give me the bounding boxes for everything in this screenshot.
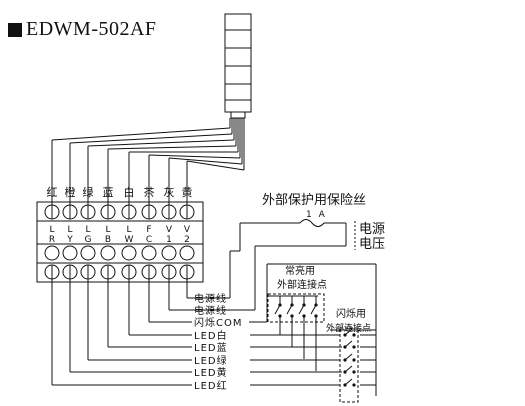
tower-base xyxy=(230,111,246,119)
tower-wire xyxy=(87,139,235,147)
steady-contact-box xyxy=(267,293,325,323)
output-line-label: LED红 xyxy=(194,379,228,392)
terminal-code: L xyxy=(85,225,90,235)
contact-point-icon xyxy=(352,358,356,362)
terminal-code: F xyxy=(146,225,151,235)
fuse-label: 外部保护用保险丝 xyxy=(262,193,366,208)
output-line-label: LED蓝 xyxy=(194,342,228,354)
screw-terminal-icon xyxy=(121,245,137,261)
terminal-code: L xyxy=(126,225,131,235)
terminal-code: 2 xyxy=(184,235,190,245)
terminal-code: W xyxy=(125,235,134,245)
steady-label: 常亮用 xyxy=(285,264,315,277)
screw-terminal-icon xyxy=(179,245,195,261)
terminal-code: L xyxy=(67,225,72,235)
tower-wire xyxy=(168,157,243,165)
flash-contact-box xyxy=(339,327,359,403)
terminal-code: V xyxy=(184,225,191,235)
model-name: EDWM-502AF xyxy=(26,18,157,40)
tower-wire xyxy=(107,145,237,150)
output-line-label: LED白 xyxy=(194,329,228,342)
screw-terminal-icon xyxy=(80,245,96,261)
tower-wire xyxy=(186,160,245,171)
output-line-label: 闪烁COM xyxy=(194,316,242,329)
screw-terminal-icon xyxy=(62,245,78,261)
screw-terminal-icon xyxy=(161,245,177,261)
terminal-code: B xyxy=(105,235,111,245)
contact-point-icon xyxy=(352,345,356,349)
contact-point-icon xyxy=(352,370,356,374)
terminal-code: Y xyxy=(66,235,73,245)
supply-label: 电源 xyxy=(359,222,385,237)
contact-point-icon xyxy=(352,333,356,337)
screw-terminal-icon xyxy=(44,245,60,261)
tower-wire xyxy=(51,127,231,141)
flash-switch-icon xyxy=(344,365,353,373)
steady-switch-icon xyxy=(310,304,317,315)
output-line-label: LED绿 xyxy=(194,354,228,367)
contact-point-icon xyxy=(352,383,356,387)
supply-label: 电压 xyxy=(359,237,385,252)
screw-terminal-icon xyxy=(100,245,116,261)
fuse-rating: 1 A xyxy=(306,210,327,220)
flash-label: 外部连接点 xyxy=(326,322,371,334)
terminal-block xyxy=(36,201,204,283)
model-title: EDWM-502AF xyxy=(8,18,157,41)
flash-switch-icon xyxy=(344,340,353,348)
terminal-code: L xyxy=(49,225,54,235)
fuse-icon xyxy=(299,219,325,227)
tower-wire xyxy=(69,133,233,144)
flash-label: 闪烁用 xyxy=(336,307,366,320)
terminal-code: 1 xyxy=(166,235,172,245)
title-bullet-icon xyxy=(8,22,22,37)
flash-switch-icon xyxy=(344,353,353,361)
flash-switch-icon xyxy=(344,328,353,336)
steady-switch-icon xyxy=(286,304,293,315)
flash-switch-icon xyxy=(344,378,353,386)
steady-switch-icon xyxy=(274,304,281,315)
steady-label: 外部连接点 xyxy=(277,278,327,291)
output-line-label: LED黄 xyxy=(194,366,228,379)
steady-switch-icon xyxy=(298,304,305,315)
terminal-code: V xyxy=(166,225,173,235)
screw-terminal-icon xyxy=(141,245,157,261)
terminal-code: L xyxy=(105,225,110,235)
tower-wire xyxy=(148,154,241,159)
signal-tower xyxy=(224,13,252,113)
terminal-code: C xyxy=(146,235,152,245)
terminal-code: R xyxy=(49,235,55,245)
terminal-code: G xyxy=(85,235,92,245)
